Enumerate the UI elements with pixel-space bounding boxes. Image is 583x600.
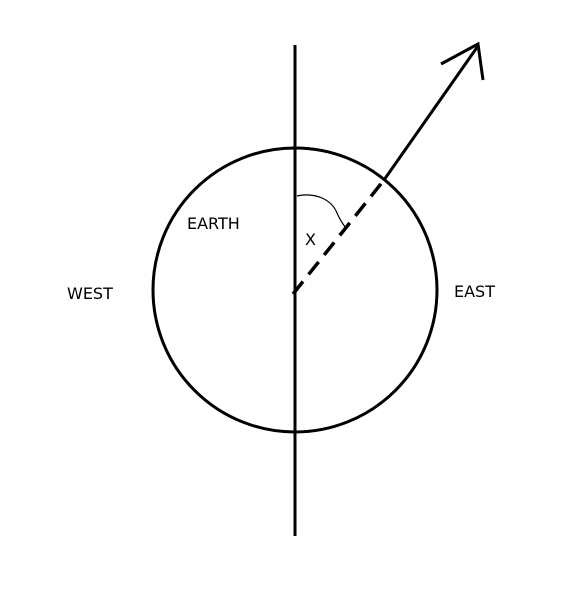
vector-solid-segment xyxy=(382,45,480,181)
angle-arc xyxy=(296,194,347,229)
angle-x-label: X xyxy=(305,230,316,249)
west-label: WEST xyxy=(67,284,113,303)
vector-arrowhead xyxy=(440,41,485,81)
earth-label: EARTH xyxy=(187,214,240,233)
east-label: EAST xyxy=(454,282,495,301)
